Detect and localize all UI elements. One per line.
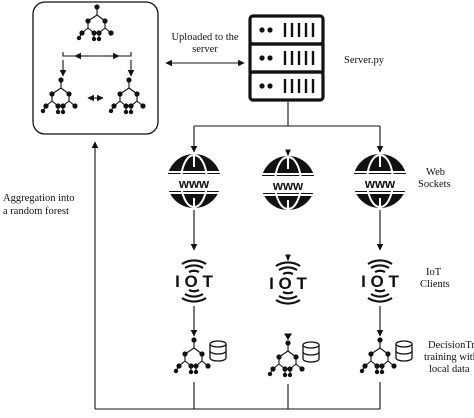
- training-label-3: local data: [429, 364, 470, 375]
- aggregation-box: [32, 1, 159, 135]
- training-label-1: DecisionTree: [428, 340, 474, 351]
- training-label-2: training with: [424, 352, 474, 363]
- database-icon: [395, 340, 413, 362]
- iot-antenna-icon: [174, 259, 215, 303]
- iot-antenna-icon: [268, 261, 309, 305]
- www-globe-icon: [165, 153, 223, 209]
- aggregation-return-path: [91, 141, 381, 410]
- www-globe-icon: [259, 155, 317, 211]
- iot-clients-label-1: IoT: [426, 267, 442, 278]
- iot-antenna-icon: [360, 259, 401, 303]
- decision-tree-icon: [108, 76, 147, 115]
- upload-label-2: server: [192, 44, 218, 55]
- websockets-label-2: Sockets: [418, 179, 451, 190]
- distribution-connectors: [190, 102, 384, 341]
- server-rack-icon: [248, 14, 325, 102]
- iot-clients-label-2: Clients: [420, 279, 450, 290]
- aggregation-label-1: Aggregation into: [3, 193, 74, 204]
- database-icon: [209, 340, 227, 362]
- database-icon: [302, 341, 320, 363]
- upload-label-1: Uploaded to the: [171, 32, 238, 43]
- decision-tree-icon: [173, 336, 212, 375]
- aggregation-label-2: a random forest: [3, 206, 69, 217]
- decision-tree-icon: [76, 3, 115, 42]
- server-label: Server.py: [344, 55, 385, 66]
- www-globe-icon: [351, 153, 409, 209]
- websockets-label-1: Web: [426, 167, 445, 178]
- decision-tree-icon: [267, 339, 306, 378]
- decision-tree-icon: [359, 336, 398, 375]
- decision-tree-icon: [40, 76, 79, 115]
